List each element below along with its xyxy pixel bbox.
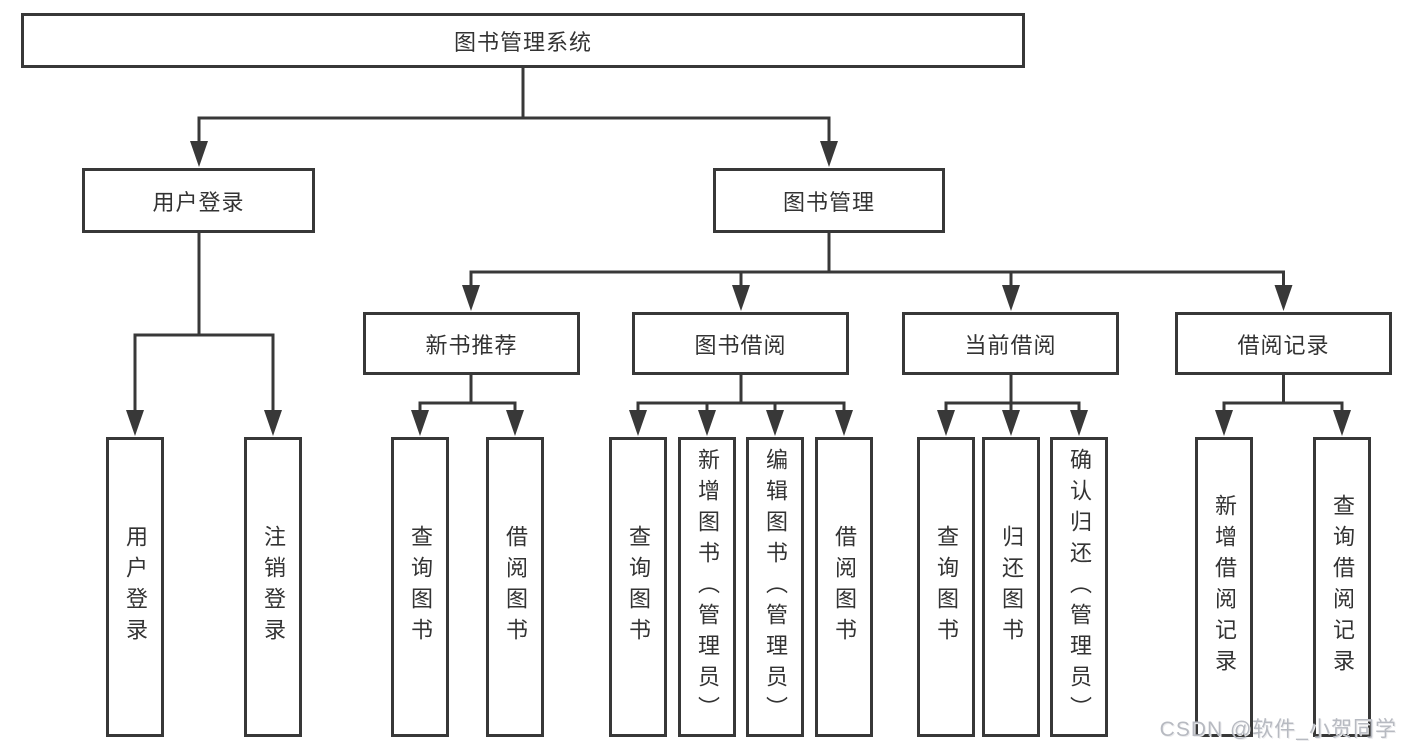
node-leaf-query-borrow-record: 查询借阅记录 xyxy=(1313,437,1371,737)
leaf-label: 归还图书 xyxy=(999,525,1024,649)
leaf-label: 借阅图书 xyxy=(832,525,857,649)
node-leaf-return-books: 归还图书 xyxy=(982,437,1040,737)
node-leaf-confirm-return-admin: 确认归还（管理员） xyxy=(1050,437,1108,737)
leaf-label: 查询借阅记录 xyxy=(1330,494,1355,680)
node-leaf-user-login: 用户登录 xyxy=(106,437,164,737)
node-leaf-query-books-1: 查询图书 xyxy=(391,437,449,737)
leaf-label: 编辑图书（管理员） xyxy=(763,447,788,727)
leaf-label: 查询图书 xyxy=(408,525,433,649)
node-new-book-recommend: 新书推荐 xyxy=(363,312,580,375)
node-leaf-query-books-2: 查询图书 xyxy=(609,437,667,737)
arrowheads xyxy=(126,141,1351,436)
node-leaf-logout: 注销登录 xyxy=(244,437,302,737)
leaf-label: 新增图书（管理员） xyxy=(695,447,720,727)
node-leaf-borrow-books-2: 借阅图书 xyxy=(815,437,873,737)
leaf-label: 查询图书 xyxy=(934,525,959,649)
leaf-label: 注销登录 xyxy=(261,525,286,649)
node-leaf-borrow-books-1: 借阅图书 xyxy=(486,437,544,737)
node-leaf-add-borrow-record: 新增借阅记录 xyxy=(1195,437,1253,737)
leaf-label: 查询图书 xyxy=(626,525,651,649)
node-user-login-module: 用户登录 xyxy=(82,168,315,233)
node-book-management: 图书管理 xyxy=(713,168,945,233)
node-leaf-edit-books-admin: 编辑图书（管理员） xyxy=(746,437,804,737)
leaf-label: 新增借阅记录 xyxy=(1212,494,1237,680)
node-current-borrowing: 当前借阅 xyxy=(902,312,1119,375)
node-library-system: 图书管理系统 xyxy=(21,13,1025,68)
leaf-label: 借阅图书 xyxy=(503,525,528,649)
node-borrowing-records: 借阅记录 xyxy=(1175,312,1392,375)
node-leaf-add-books-admin: 新增图书（管理员） xyxy=(678,437,736,737)
leaf-label: 确认归还（管理员） xyxy=(1067,447,1092,727)
node-leaf-query-books-3: 查询图书 xyxy=(917,437,975,737)
leaf-label: 用户登录 xyxy=(123,525,148,649)
csdn-watermark: CSDN @软件_小贺同学 xyxy=(1159,718,1397,741)
node-book-borrowing: 图书借阅 xyxy=(632,312,849,375)
